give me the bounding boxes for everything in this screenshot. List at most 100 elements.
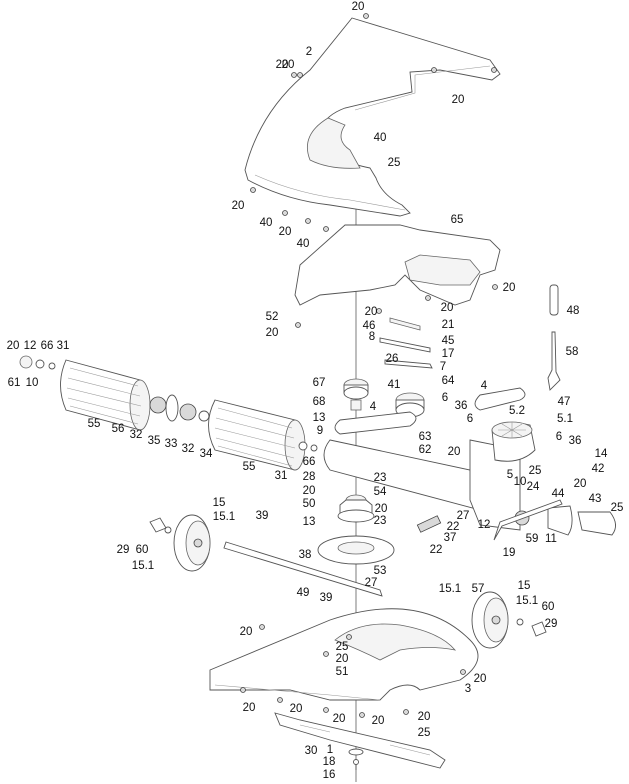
part-callout-27: 27 xyxy=(457,510,470,522)
part-callout-1: 1 xyxy=(327,744,333,756)
deflector-part-65 xyxy=(294,224,501,306)
gearbox-part-5 xyxy=(491,421,536,462)
part-callout-27: 27 xyxy=(365,577,378,589)
part-callout-32: 32 xyxy=(182,443,195,455)
part-callout-8: 8 xyxy=(369,331,375,343)
part-callout-20: 20 xyxy=(574,478,587,490)
cutting-deck-part-3 xyxy=(209,608,479,701)
part-callout-31: 31 xyxy=(275,470,288,482)
part-callout-15: 15 xyxy=(213,497,226,509)
fastener-bolts xyxy=(240,13,498,718)
part-callout-11: 11 xyxy=(545,533,557,545)
part-callout-47: 47 xyxy=(558,396,571,408)
part-callout-51: 51 xyxy=(336,666,349,678)
part-callout-28: 28 xyxy=(303,471,316,483)
part-callout-26: 26 xyxy=(386,353,399,365)
part-callout-20: 20 xyxy=(448,446,461,458)
part-callout-61: 61 xyxy=(8,377,21,389)
part-callout-20: 20 xyxy=(336,653,349,665)
part-callout-20: 20 xyxy=(418,711,431,723)
part-callout-37: 37 xyxy=(444,532,457,544)
part-callout-23: 23 xyxy=(374,472,387,484)
part-callout-20: 20 xyxy=(375,503,388,515)
part-callout-15-1: 15.1 xyxy=(132,560,154,572)
part-callout-60: 60 xyxy=(136,544,149,556)
pulley-assembly xyxy=(334,378,526,435)
part-callout-25: 25 xyxy=(388,157,401,169)
side-frame-part-9 xyxy=(323,439,521,531)
part-callout-10: 10 xyxy=(26,377,39,389)
part-callout-12: 12 xyxy=(24,340,37,352)
part-callout-35: 35 xyxy=(148,435,161,447)
part-callout-20: 20 xyxy=(503,282,516,294)
part-callout-41: 41 xyxy=(388,379,401,391)
part-callout-20: 20 xyxy=(441,302,454,314)
part-callout-6: 6 xyxy=(442,392,448,404)
part-callout-13: 13 xyxy=(303,516,316,528)
part-callout-45: 45 xyxy=(442,335,455,347)
part-callout-68: 68 xyxy=(313,396,326,408)
roller-shaft-parts xyxy=(19,355,210,422)
part-callout-5: 5 xyxy=(507,469,513,481)
part-callout-20: 20 xyxy=(243,702,256,714)
part-callout-17: 17 xyxy=(442,348,455,360)
part-callout-55: 55 xyxy=(88,418,101,430)
part-callout-53: 53 xyxy=(374,565,387,577)
part-callout-16: 16 xyxy=(323,769,336,781)
part-callout-19: 19 xyxy=(503,547,516,559)
part-callout-39: 39 xyxy=(320,592,333,604)
part-callout-15-1: 15.1 xyxy=(516,595,538,607)
part-callout-20: 20 xyxy=(372,715,385,727)
part-callout-15-1: 15.1 xyxy=(439,583,461,595)
height-lever-part-58 xyxy=(493,284,563,541)
part-callout-39: 39 xyxy=(256,510,269,522)
roller-left-part-55 xyxy=(60,359,151,431)
part-callout-49: 49 xyxy=(297,587,310,599)
part-callout-42: 42 xyxy=(592,463,605,475)
part-callout-15-1: 15.1 xyxy=(213,511,235,523)
part-callout-48: 48 xyxy=(567,305,580,317)
part-callout-52: 52 xyxy=(266,311,279,323)
chain-drive-parts xyxy=(514,505,616,536)
front-axle-part-49 xyxy=(223,541,383,597)
part-callout-20: 20 xyxy=(282,59,295,71)
part-callout-31: 31 xyxy=(57,340,70,352)
part-callout-20: 20 xyxy=(365,306,378,318)
part-callout-22: 22 xyxy=(447,521,460,533)
part-callout-36: 36 xyxy=(569,435,582,447)
part-callout-55: 55 xyxy=(243,461,256,473)
part-callout-7: 7 xyxy=(440,361,446,373)
part-callout-67: 67 xyxy=(313,377,326,389)
part-callout-29: 29 xyxy=(545,618,558,630)
part-callout-24: 24 xyxy=(527,481,540,493)
part-callout-63: 63 xyxy=(419,431,432,443)
part-callout-40: 40 xyxy=(297,238,310,250)
part-callout-66: 66 xyxy=(303,456,316,468)
part-callout-38: 38 xyxy=(299,549,312,561)
part-callout-6: 6 xyxy=(467,413,473,425)
part-callout-20: 20 xyxy=(7,340,20,352)
part-callout-12: 12 xyxy=(478,519,491,531)
part-callout-46: 46 xyxy=(363,320,376,332)
part-callout-66: 66 xyxy=(41,340,54,352)
blade-carrier-part-50 xyxy=(337,494,375,523)
part-callout-3: 3 xyxy=(465,683,471,695)
clutch-plate-part-38 xyxy=(317,535,395,565)
part-callout-10: 10 xyxy=(514,476,527,488)
part-callout-20: 20 xyxy=(276,59,289,71)
part-callout-23: 23 xyxy=(374,515,387,527)
part-callout-60: 60 xyxy=(542,601,555,613)
part-callout-25: 25 xyxy=(418,727,431,739)
part-callout-21: 21 xyxy=(442,319,455,331)
part-callout-40: 40 xyxy=(374,132,387,144)
part-callout-25: 25 xyxy=(336,641,349,653)
part-callout-64: 64 xyxy=(442,375,455,387)
linkage-parts xyxy=(379,317,442,533)
rear-cover-part-2 xyxy=(244,17,501,217)
part-callout-62: 62 xyxy=(419,444,432,456)
front-wheel-left-part-15 xyxy=(149,514,211,572)
part-callout-13: 13 xyxy=(313,412,326,424)
part-callout-20: 20 xyxy=(290,703,303,715)
part-callout-40: 40 xyxy=(260,217,273,229)
